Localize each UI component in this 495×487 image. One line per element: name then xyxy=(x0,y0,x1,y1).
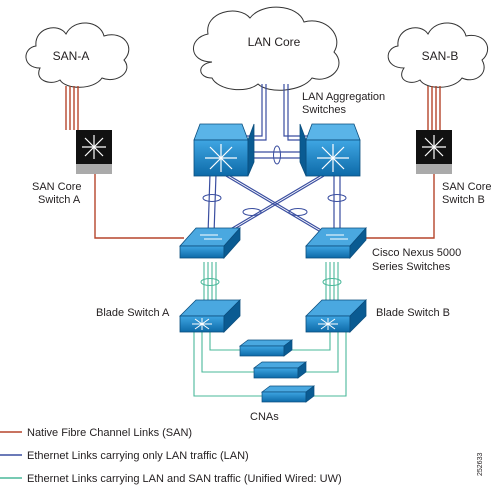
san-core-a-label-line1: SAN Core xyxy=(32,181,82,193)
lan-core-label: LAN Core xyxy=(248,35,301,49)
lan-aggregation-switch-left xyxy=(193,123,255,177)
legend-label-san: Native Fibre Channel Links (SAN) xyxy=(27,427,192,439)
cna-server xyxy=(252,361,308,379)
san-core-b-label-line2: Switch B xyxy=(442,194,485,206)
san-core-b-label-line1: SAN Core xyxy=(442,181,492,193)
san-core-switch-b xyxy=(416,130,452,174)
legend-label-uw: Ethernet Links carrying LAN and SAN traf… xyxy=(27,473,342,485)
uw-links xyxy=(193,262,347,397)
san-b-cloud: SAN-B xyxy=(387,22,488,88)
san-core-a-label-line2: Switch A xyxy=(38,194,81,206)
san-b-label: SAN-B xyxy=(422,49,459,63)
san-a-cloud: SAN-A xyxy=(25,22,130,88)
figure-id: 252633 xyxy=(477,453,484,476)
blade-switch-a xyxy=(179,299,241,333)
lan-link-bundles xyxy=(202,145,347,216)
lan-aggregation-switch-right xyxy=(299,123,361,177)
blade-switch-b-label: Blade Switch B xyxy=(376,307,450,319)
nexus-switch-right xyxy=(305,226,367,260)
lan-aggregation-label-line1: LAN Aggregation xyxy=(302,91,385,103)
san-fibre-links xyxy=(65,86,441,239)
cnas-label: CNAs xyxy=(250,411,279,423)
uw-link-bundles xyxy=(200,278,342,286)
lan-core-cloud: LAN Core xyxy=(193,6,340,91)
blade-switch-b xyxy=(305,299,367,333)
nexus-label-line2: Series Switches xyxy=(372,261,451,273)
legend-label-lan: Ethernet Links carrying only LAN traffic… xyxy=(27,450,249,462)
cna-server xyxy=(260,385,316,403)
blade-switch-a-label: Blade Switch A xyxy=(96,307,170,319)
san-a-label: SAN-A xyxy=(53,49,90,63)
nexus-switch-left xyxy=(179,226,241,260)
lan-aggregation-label-line2: Switches xyxy=(302,104,347,116)
legend: Native Fibre Channel Links (SAN) Etherne… xyxy=(0,427,342,485)
nexus-label-line1: Cisco Nexus 5000 xyxy=(372,247,461,259)
san-core-switch-a xyxy=(76,130,112,174)
cna-server xyxy=(238,339,294,357)
